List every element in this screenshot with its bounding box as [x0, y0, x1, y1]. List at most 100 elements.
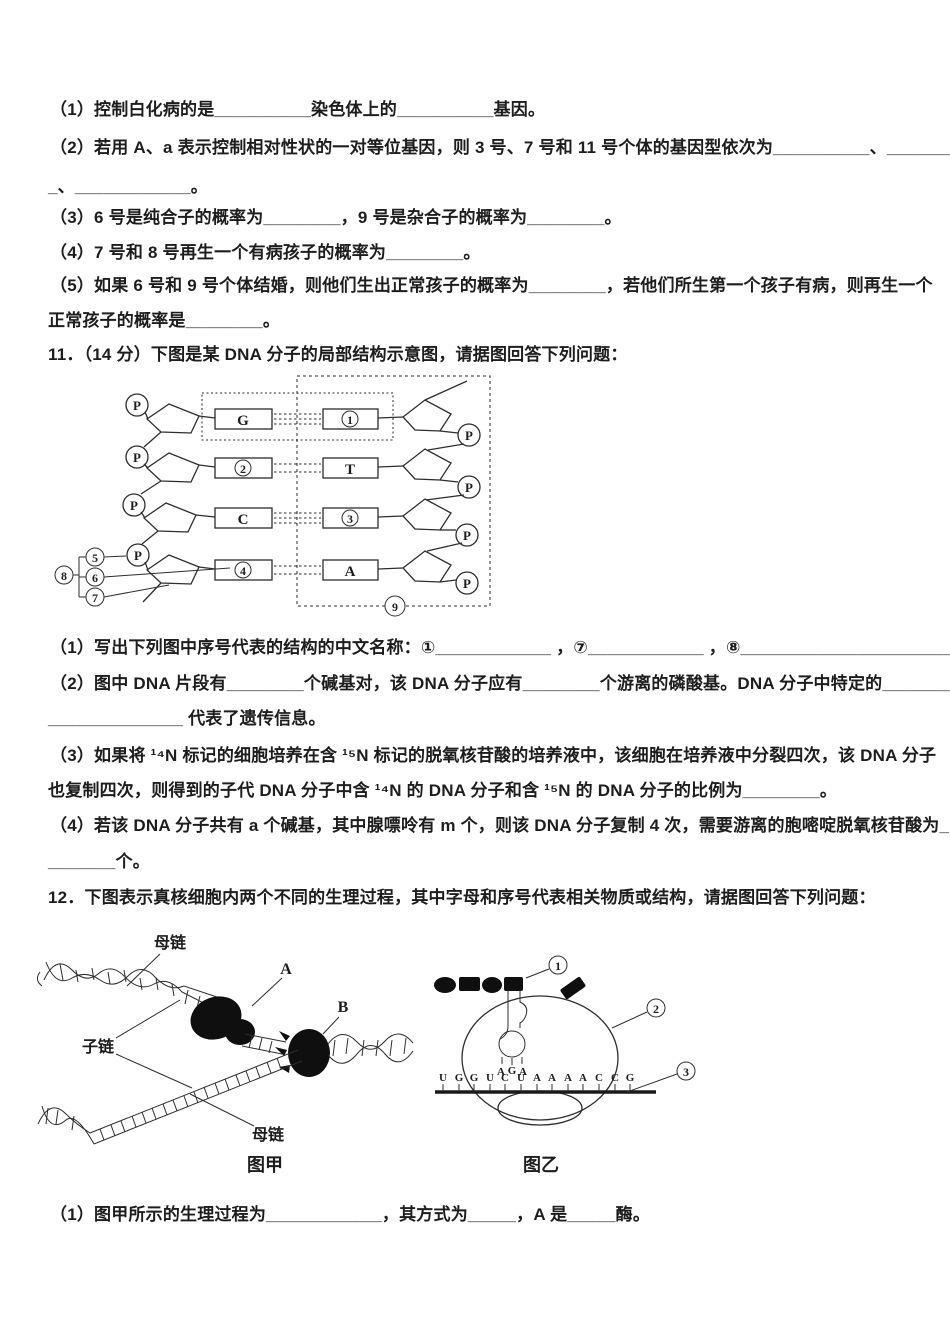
- svg-text:6: 6: [92, 571, 98, 585]
- q11-part4-cont: _______个。: [48, 852, 150, 871]
- svg-text:P: P: [463, 576, 471, 591]
- svg-text:4: 4: [240, 564, 246, 578]
- base-box-g: [214, 408, 273, 430]
- mrna-letter: U: [486, 1072, 494, 1084]
- base-box-4: [214, 559, 273, 581]
- mrna-letter: C: [611, 1072, 619, 1084]
- duplex-segment: [241, 1033, 287, 1055]
- q12-stem: 12．下图表示真核细胞内两个不同的生理过程，其中字母和序号代表相关物质或结构，请…: [48, 888, 876, 907]
- label-enzyme-b: B: [338, 999, 349, 1016]
- q10-part2-cont: _、____________。: [48, 177, 208, 196]
- mother-helix-right: [327, 1033, 414, 1064]
- svg-text:G: G: [237, 413, 249, 429]
- mrna-letter: U: [439, 1072, 447, 1084]
- label-9: 9: [384, 595, 406, 617]
- base-box-1: [322, 408, 379, 430]
- ribosome-outline: [461, 995, 619, 1121]
- svg-text:P: P: [130, 498, 138, 513]
- q11-part1-line: （1）写出下列图中序号代表的结构的中文名称：①____________ ，⑦__…: [50, 638, 950, 657]
- pointer-enzyme-b: [322, 1016, 340, 1035]
- pointer-mother-bottom: [189, 1093, 255, 1127]
- nucleotide-row-3: P C 3 P: [122, 493, 479, 552]
- side-callouts: 8 5 6 7: [54, 547, 231, 607]
- replication-figure: 母链 A B 子链 母链 图甲: [36, 933, 414, 1175]
- deoxyribose-pentagon: [142, 502, 197, 533]
- free-amino-acid: [560, 976, 586, 1000]
- trna: A G A: [497, 990, 528, 1078]
- q11-part2-line: （2）图中 DNA 片段有________个碱基对，该 DNA 分子应有____…: [50, 674, 950, 693]
- svg-text:P: P: [134, 548, 142, 563]
- deoxyribose-pentagon: [402, 550, 452, 583]
- svg-text:7: 7: [92, 591, 98, 605]
- q11-stem: 11．（14 分）下图是某 DNA 分子的局部结构示意图，请据图回答下列问题：: [48, 345, 628, 364]
- svg-text:9: 9: [392, 600, 398, 614]
- nucleotide-row-4: P 4 A P: [126, 543, 479, 603]
- deoxyribose-pentagon: [145, 554, 200, 585]
- mrna-letter: C: [501, 1072, 509, 1084]
- svg-text:3: 3: [347, 512, 353, 526]
- pointer-daughter-1: [115, 999, 181, 1039]
- base-box-a: [322, 559, 379, 581]
- figure-jia-caption: 图甲: [247, 1155, 283, 1175]
- anticodon-letter: A: [519, 1066, 527, 1078]
- mrna-strand: U G G U C U A A A A C C G: [435, 1072, 656, 1094]
- deoxyribose-pentagon: [145, 452, 200, 483]
- svg-text:2: 2: [653, 1002, 659, 1016]
- callout-bracket: [73, 556, 86, 598]
- svg-text:3: 3: [683, 1065, 689, 1079]
- translation-figure: 1 2 A G A U G G: [434, 955, 696, 1175]
- q12-part1-line: （1）图甲所示的生理过程为____________，其方式为_____，A 是_…: [50, 1205, 651, 1224]
- daughter-duplex-ladder: [37, 1049, 303, 1145]
- q11-part4-line: （4）若该 DNA 分子共有 a 个碱基，其中腺嘌呤有 m 个，则该 DNA 分…: [50, 816, 950, 835]
- anticodon-letter: A: [497, 1066, 505, 1078]
- svg-text:2: 2: [240, 462, 246, 476]
- svg-text:8: 8: [61, 569, 67, 583]
- label-1: 1: [525, 955, 568, 979]
- svg-text:P: P: [465, 428, 473, 443]
- base-box-3: [322, 507, 379, 529]
- svg-text:5: 5: [92, 551, 98, 565]
- right-strand-dashed-box: [296, 375, 491, 607]
- base-pair-dotted-box: [201, 392, 394, 441]
- mrna-letter: G: [626, 1072, 635, 1084]
- enzyme-a-blob: [190, 996, 255, 1045]
- svg-text:P: P: [465, 480, 473, 495]
- mrna-letter: A: [564, 1072, 572, 1084]
- svg-text:C: C: [238, 512, 249, 528]
- label-daughter-strand: 子链: [82, 1037, 115, 1056]
- pointer-enzyme-a: [251, 977, 283, 1007]
- label-3: 3: [626, 1061, 696, 1093]
- deoxyribose-pentagon: [402, 498, 452, 531]
- pointer-daughter-2: [115, 1053, 193, 1089]
- svg-text:P: P: [133, 450, 141, 465]
- svg-text:A: A: [345, 564, 356, 580]
- base-box-t: [322, 457, 379, 479]
- q10-part2-line: （2）若用 A、a 表示控制相对性状的一对等位基因，则 3 号、7 号和 11 …: [50, 138, 950, 157]
- label-mother-strand-bottom: 母链: [252, 1125, 285, 1144]
- mrna-letter: G: [455, 1072, 464, 1084]
- svg-text:1: 1: [555, 959, 561, 973]
- figure-yi-caption: 图乙: [523, 1155, 559, 1175]
- q10-part5-line: （5）如果 6 号和 9 号个体结婚，则他们生出正常孩子的概率为________…: [50, 276, 933, 295]
- nucleotide-row-1: P G 1 P: [125, 380, 481, 451]
- mrna-letter: A: [533, 1072, 541, 1084]
- base-box-c: [214, 507, 273, 529]
- mrna-letter: A: [579, 1072, 587, 1084]
- mrna-letter: U: [517, 1072, 525, 1084]
- label-mother-strand-top: 母链: [154, 933, 187, 952]
- label-enzyme-a: A: [280, 961, 292, 978]
- anticodon-letter: G: [508, 1065, 517, 1077]
- q11-part3-cont: 也复制四次，则得到的子代 DNA 分子中含 ¹⁴N 的 DNA 分子和含 ¹⁵N…: [48, 781, 838, 800]
- label-2: 2: [611, 998, 666, 1029]
- q11-part3-line: （3）如果将 ¹⁴N 标记的细胞培养在含 ¹⁵N 标记的脱氧核苷酸的培养液中，该…: [50, 746, 937, 765]
- mrna-letter: A: [548, 1072, 556, 1084]
- deoxyribose-pentagon: [402, 399, 452, 432]
- nucleotide-row-2: P 2 T P: [125, 445, 481, 501]
- enzyme-b-blob: [275, 1029, 330, 1077]
- pointer-mother-top: [126, 953, 161, 987]
- svg-text:P: P: [463, 528, 471, 543]
- q10-part4-line: （4）7 号和 8 号再生一个有病孩子的概率为________。: [50, 243, 481, 262]
- mrna-letter: C: [595, 1072, 603, 1084]
- svg-text:1: 1: [347, 413, 353, 427]
